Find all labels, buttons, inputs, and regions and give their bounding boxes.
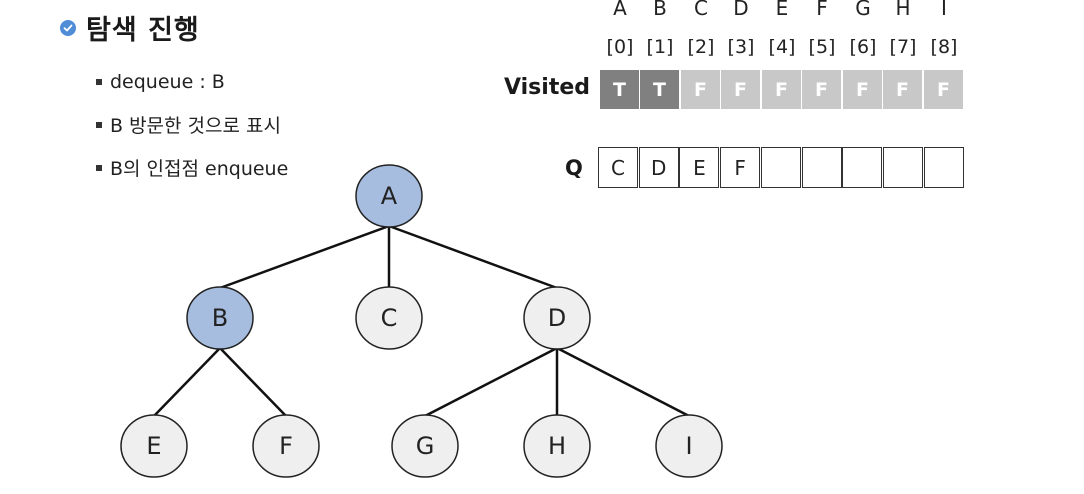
tree-node-A: A bbox=[355, 164, 423, 228]
tree-node-circle bbox=[355, 164, 423, 228]
column-letter: I bbox=[941, 0, 947, 20]
tree-node-label: E bbox=[146, 432, 161, 460]
visited-label: Visited bbox=[504, 75, 591, 100]
column-letter: A bbox=[613, 0, 627, 20]
queue-cell: E bbox=[679, 147, 720, 188]
tree-node-circle bbox=[523, 414, 591, 478]
queue-cell bbox=[760, 147, 801, 188]
step-item: B의 인접점 enqueue bbox=[96, 146, 288, 189]
tree-node-circle bbox=[523, 286, 591, 350]
tree-node-label: C bbox=[381, 304, 398, 332]
queue-cell bbox=[842, 147, 883, 188]
check-circle-icon bbox=[60, 19, 76, 36]
visited-cell: T bbox=[640, 70, 679, 109]
visited-cell: F bbox=[924, 70, 963, 109]
tree-node-label: A bbox=[381, 182, 398, 210]
tree-node-circle bbox=[120, 414, 188, 478]
tree-node-circle bbox=[355, 286, 423, 350]
tree-node-label: B bbox=[212, 304, 228, 332]
queue-cell: D bbox=[638, 147, 679, 188]
column-index: [7] bbox=[889, 36, 917, 58]
tree-edge-B-F bbox=[219, 347, 287, 417]
visited-cell: F bbox=[762, 70, 801, 109]
column-letter: D bbox=[733, 0, 749, 20]
visited-cell: T bbox=[600, 70, 639, 109]
tree-node-circle bbox=[391, 414, 459, 478]
section-title: 탐색 진행 bbox=[60, 8, 200, 47]
tree-node-I: I bbox=[655, 414, 723, 478]
column-letter: C bbox=[694, 0, 708, 20]
tree-edge-A-B bbox=[219, 224, 390, 290]
queue-cell bbox=[801, 147, 842, 188]
visited-cell: F bbox=[681, 70, 720, 109]
tree-node-label: F bbox=[279, 432, 293, 460]
queue-label: Q bbox=[565, 156, 583, 180]
title-text: 탐색 진행 bbox=[86, 15, 200, 46]
tree-edge-B-E bbox=[153, 347, 221, 417]
queue-cell: F bbox=[720, 147, 761, 188]
tree-node-E: E bbox=[120, 414, 188, 478]
bullet-square-icon bbox=[96, 78, 102, 85]
column-index: [3] bbox=[727, 36, 755, 58]
bullet-square-icon bbox=[96, 164, 102, 171]
column-index: [6] bbox=[849, 36, 877, 58]
column-index: [5] bbox=[808, 36, 836, 58]
visited-cell: F bbox=[721, 70, 760, 109]
step-list: dequeue : B B 방문한 것으로 표시 B의 인접점 enqueue bbox=[96, 60, 288, 189]
queue-cell bbox=[923, 147, 964, 188]
tree-node-G: G bbox=[391, 414, 459, 478]
tree-edge-D-I bbox=[556, 346, 690, 418]
tree-node-circle bbox=[655, 414, 723, 478]
visited-cell: F bbox=[843, 70, 882, 109]
tree-node-D: D bbox=[523, 286, 591, 350]
column-letter: G bbox=[855, 0, 871, 20]
column-index: [8] bbox=[930, 36, 958, 58]
tree-node-circle bbox=[186, 286, 254, 350]
column-letter: F bbox=[816, 0, 828, 20]
tree-edge-D-G bbox=[424, 346, 558, 418]
tree-node-label: D bbox=[548, 304, 566, 332]
column-letter: E bbox=[775, 0, 789, 20]
visited-cell: F bbox=[802, 70, 841, 109]
tree-node-label: H bbox=[548, 432, 566, 460]
step-item: dequeue : B bbox=[96, 60, 288, 103]
tree-edge-A-D bbox=[388, 224, 558, 290]
queue-cell bbox=[882, 147, 923, 188]
tree-node-B: B bbox=[186, 286, 254, 350]
tree-node-label: I bbox=[685, 432, 692, 460]
tree-node-label: G bbox=[416, 432, 435, 460]
column-index: [4] bbox=[768, 36, 796, 58]
visited-cell: F bbox=[883, 70, 922, 109]
queue-cell: C bbox=[598, 147, 638, 188]
column-index: [2] bbox=[687, 36, 715, 58]
tree-node-F: F bbox=[252, 414, 320, 478]
step-item: B 방문한 것으로 표시 bbox=[96, 103, 288, 146]
bullet-square-icon bbox=[96, 121, 102, 128]
tree-node-circle bbox=[252, 414, 320, 478]
tree-node-H: H bbox=[523, 414, 591, 478]
column-letter: H bbox=[895, 0, 911, 20]
column-letter: B bbox=[653, 0, 667, 20]
column-index: [0] bbox=[606, 36, 634, 58]
tree-node-C: C bbox=[355, 286, 423, 350]
column-index: [1] bbox=[646, 36, 674, 58]
